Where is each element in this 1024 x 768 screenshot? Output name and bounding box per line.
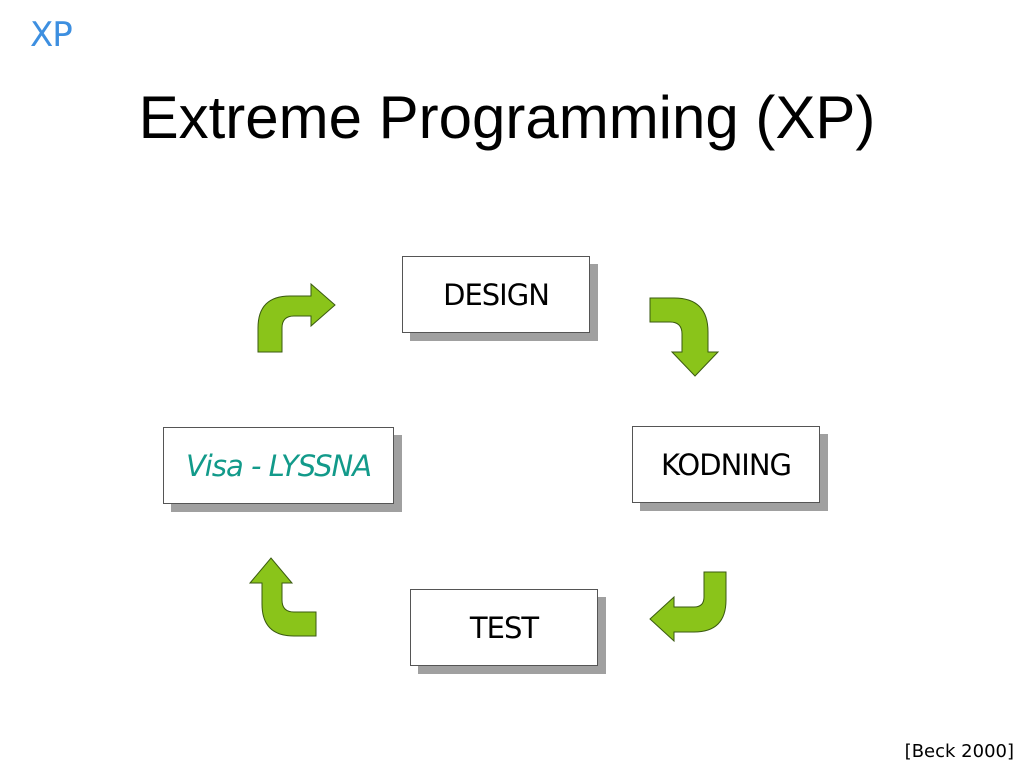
curved-arrow-down-left-icon (649, 571, 727, 643)
citation: [Beck 2000] (904, 741, 1014, 762)
corner-label: XP (30, 15, 73, 55)
curved-arrow-up-right-icon (257, 282, 336, 353)
slide-title: Extreme Programming (XP) (138, 84, 876, 151)
kodning-box: KODNING (632, 426, 820, 503)
visa-lyssna-label: Visa - LYSSNA (185, 448, 372, 483)
design-box: DESIGN (402, 256, 590, 333)
design-label: DESIGN (443, 277, 550, 312)
curved-arrow-right-down-icon (649, 297, 720, 377)
kodning-label: KODNING (661, 447, 792, 482)
visa-lyssna-box: Visa - LYSSNA (163, 427, 394, 504)
curved-arrow-up-icon (248, 557, 317, 637)
test-label: TEST (469, 610, 539, 645)
test-box: TEST (410, 589, 598, 666)
